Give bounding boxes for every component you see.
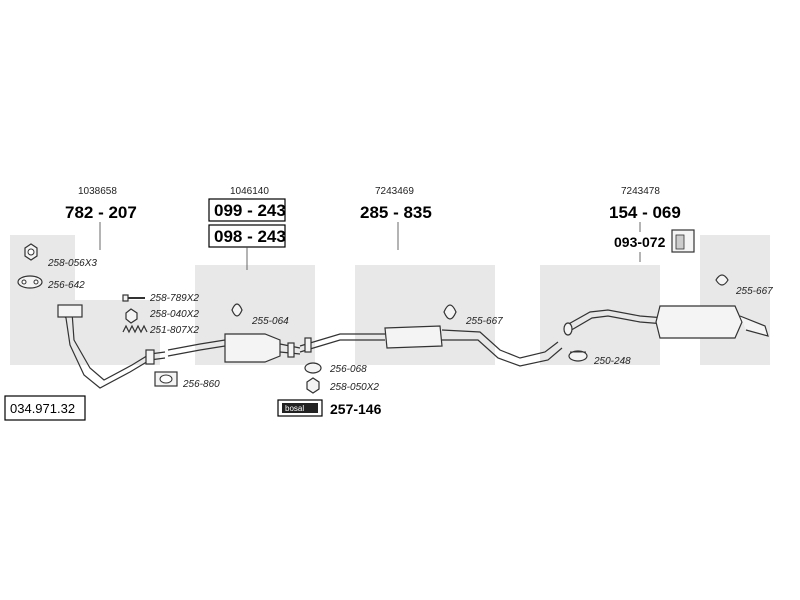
catalytic-converter bbox=[167, 333, 301, 363]
catalog-number: 034.971.32 bbox=[10, 401, 75, 416]
rear-clamp-code: 093-072 bbox=[614, 234, 666, 250]
part-label-6: 255-064 bbox=[251, 316, 289, 327]
middle-pipe bbox=[299, 325, 563, 367]
catalytic-oe-ref: 1046140 bbox=[230, 186, 269, 197]
catalytic-code-a-box bbox=[208, 198, 286, 222]
part-label-7: 256-860 bbox=[182, 379, 220, 390]
front-pipe-code: 782 - 207 bbox=[65, 203, 137, 222]
gasket-small-icon bbox=[304, 362, 322, 374]
middle-oe-ref: 7243469 bbox=[375, 186, 414, 197]
bolt-icon bbox=[122, 294, 145, 302]
hanger-rear-icon bbox=[715, 274, 729, 286]
clamp-icon bbox=[671, 229, 695, 253]
part-label-12: 255-667 bbox=[735, 286, 773, 297]
catalog-number-box bbox=[4, 395, 86, 421]
middle-code: 285 - 835 bbox=[360, 203, 432, 222]
part-label-5: 251-807X2 bbox=[149, 325, 199, 336]
nut-middle-icon bbox=[306, 377, 320, 394]
seal-ring-icon bbox=[154, 371, 178, 387]
hanger-icon bbox=[231, 303, 243, 317]
spring-icon bbox=[122, 324, 148, 334]
clamp-ring-icon bbox=[568, 350, 588, 362]
part-label-1: 258-056X3 bbox=[47, 258, 97, 269]
gasket-icon bbox=[17, 275, 43, 289]
part-label-9: 258-050X2 bbox=[329, 382, 379, 393]
kit-box-icon: bosal bbox=[277, 399, 323, 417]
rear-muffler bbox=[563, 305, 769, 339]
part-label-8: 256-068 bbox=[329, 364, 367, 375]
part-label-2: 256-642 bbox=[47, 280, 85, 291]
kit-logo: bosal bbox=[285, 404, 304, 413]
nut-small-icon bbox=[125, 308, 138, 324]
front-pipe-oe-ref: 1038658 bbox=[78, 186, 117, 197]
part-label-10: 255-667 bbox=[465, 316, 503, 327]
nut-icon bbox=[24, 243, 38, 261]
rear-code: 154 - 069 bbox=[609, 203, 681, 222]
hanger-middle-icon bbox=[443, 304, 457, 320]
rear-oe-ref: 7243478 bbox=[621, 186, 660, 197]
part-label-11: 250-248 bbox=[593, 356, 631, 367]
front-pipe bbox=[57, 304, 166, 389]
kit-code: 257-146 bbox=[330, 401, 382, 417]
part-label-4: 258-040X2 bbox=[149, 309, 199, 320]
part-label-3: 258-789X2 bbox=[149, 293, 199, 304]
bosal-watermark bbox=[10, 235, 770, 365]
catalytic-code-a: 099 - 243 bbox=[214, 201, 286, 220]
catalytic-code-b: 098 - 243 bbox=[214, 227, 286, 246]
